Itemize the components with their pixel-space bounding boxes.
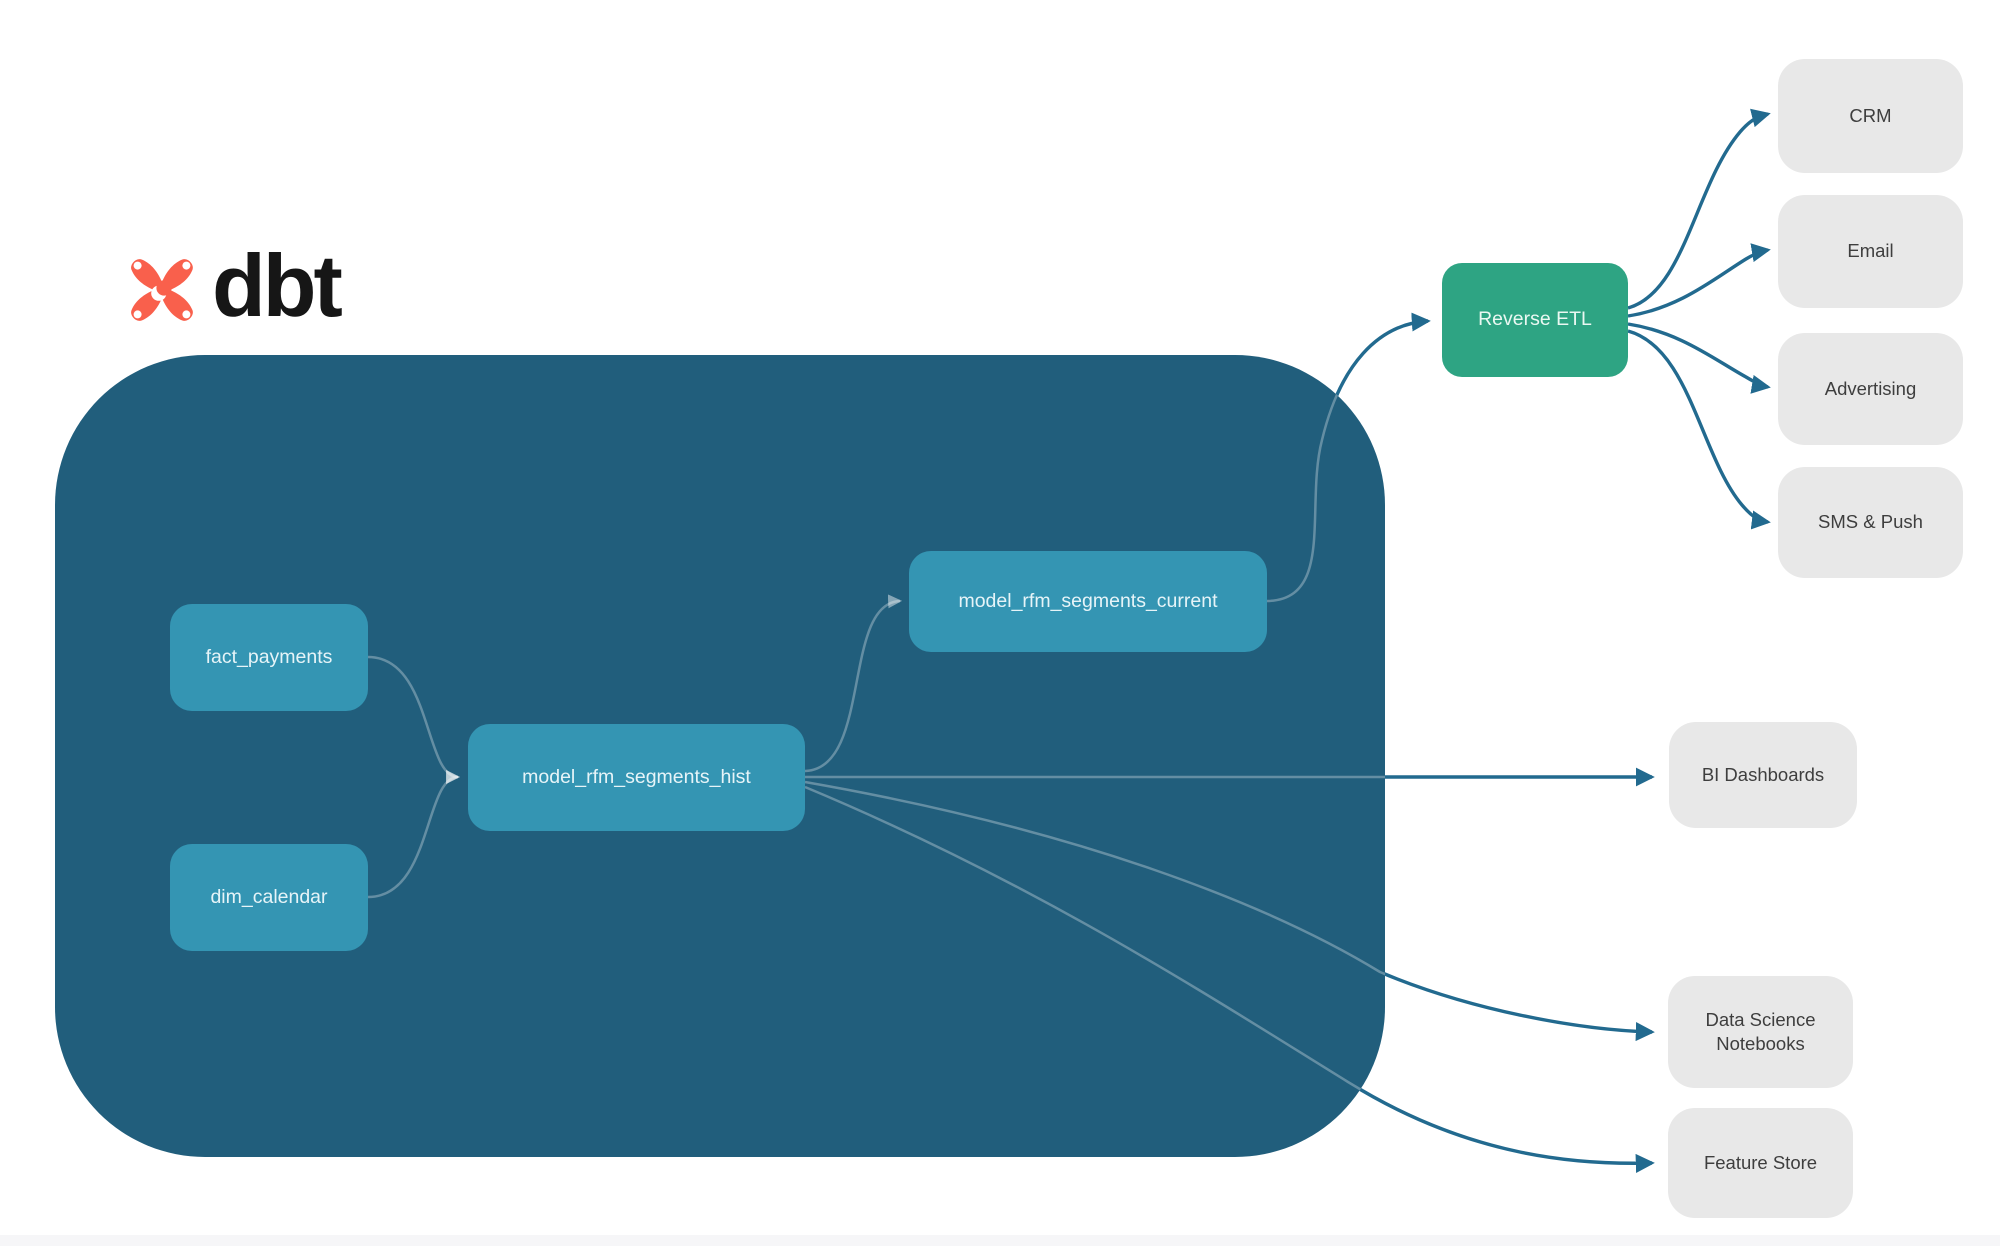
node-label: model_rfm_segments_current (958, 589, 1218, 612)
node-label: Advertising (1824, 377, 1917, 399)
node-label: Data Science Notebooks (1705, 1008, 1816, 1054)
node-feature-store: Feature Store (1668, 1108, 1853, 1218)
node-label: SMS & Push (1818, 511, 1923, 533)
edge-hist-to-data-science-outside (804, 780, 1655, 1042)
node-email: Email (1778, 195, 1963, 308)
node-label: dim_calendar (210, 885, 328, 908)
node-data-science-notebooks: Data Science Notebooks (1668, 976, 1853, 1088)
node-crm: CRM (1778, 59, 1963, 173)
dbt-logo-text: dbt (212, 236, 343, 335)
page-bottom-divider (0, 1235, 2000, 1246)
dbt-pinwheel-icon (131, 259, 193, 321)
edge-reverse-etl-to-crm (1627, 108, 1771, 310)
node-sms-push: SMS & Push (1778, 467, 1963, 578)
node-dim-calendar: dim_calendar (170, 844, 368, 951)
node-fact-payments: fact_payments (170, 604, 368, 711)
node-label: model_rfm_segments_hist (522, 765, 751, 788)
node-label: Reverse ETL (1478, 308, 1592, 331)
node-label: BI Dashboards (1701, 763, 1825, 785)
node-reverse-etl: Reverse ETL (1442, 263, 1628, 377)
node-model-rfm-segments-hist: model_rfm_segments_hist (468, 724, 805, 831)
edge-reverse-etl-to-advertising (1627, 322, 1771, 394)
node-label: Feature Store (1703, 1151, 1818, 1173)
edge-hist-to-current (804, 594, 903, 773)
node-label: fact_payments (205, 645, 333, 668)
edge-dim-calendar-to-hist (367, 770, 461, 899)
node-label: Email (1847, 240, 1894, 262)
edge-current-to-reverse-etl-outside (1266, 312, 1431, 603)
node-bi-dashboards: BI Dashboards (1669, 722, 1857, 828)
node-label: CRM (1849, 104, 1892, 126)
edge-reverse-etl-to-email (1627, 243, 1771, 318)
node-advertising: Advertising (1778, 333, 1963, 445)
node-model-rfm-segments-current: model_rfm_segments_current (909, 551, 1267, 652)
edge-hist-to-feature-store-outside (804, 785, 1655, 1173)
dbt-logo: dbt (122, 242, 343, 330)
edge-reverse-etl-to-sms-push (1627, 329, 1771, 530)
